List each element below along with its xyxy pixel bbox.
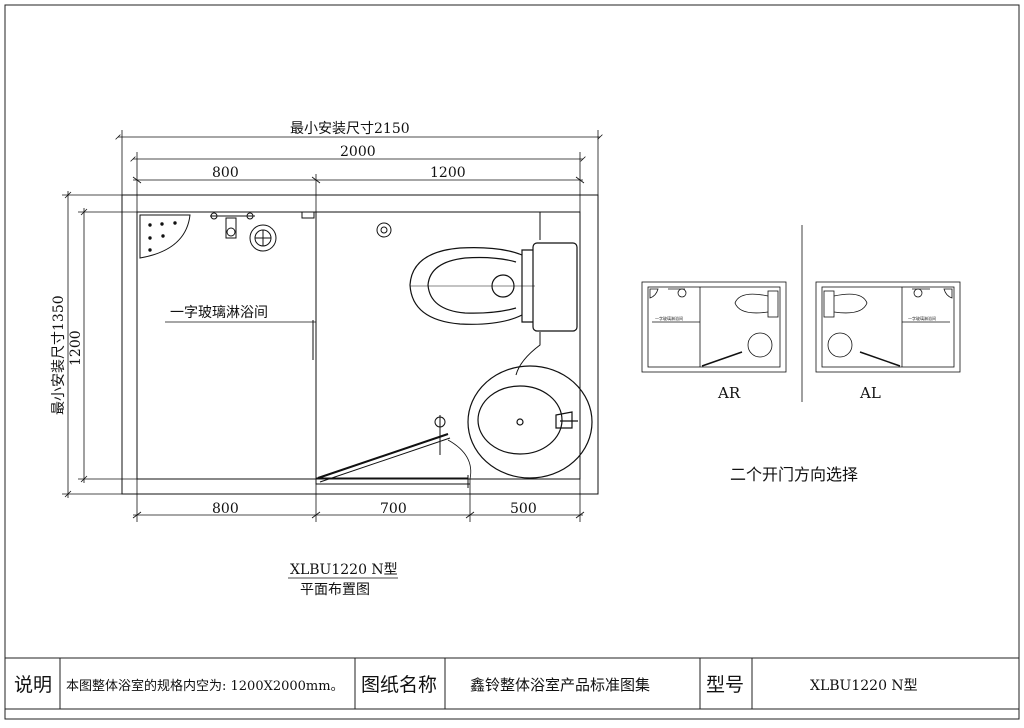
dim-bottom-left: 800 [212, 501, 239, 517]
door-direction-note: 二个开门方向选择 [730, 465, 858, 484]
installation-outline [121, 194, 599, 495]
variant-al-diagram [815, 281, 961, 373]
dim-inner-depth: 1200 [68, 330, 84, 366]
glass-shower-door [315, 415, 472, 488]
desc-label: 说明 [14, 674, 52, 696]
main-plan [121, 194, 599, 495]
room-outline [136, 211, 581, 480]
variant-ar-diagram [641, 281, 787, 373]
plan-subtitle: 平面布置图 [300, 582, 370, 598]
washbasin [467, 365, 593, 479]
al-shower-label: 一字玻璃淋浴间 [908, 315, 936, 321]
dim-inner-width: 2000 [340, 144, 376, 160]
drawing-name-label: 图纸名称 [361, 674, 437, 696]
dimension-lines-top [115, 130, 603, 212]
shower-label: 一字玻璃淋浴间 [170, 304, 268, 321]
shower-mixer [210, 212, 255, 239]
model-text: XLBU1220 N型 [810, 678, 918, 694]
variant-al-label: AL [859, 384, 881, 402]
desc-text: 本图整体浴室的规格内空为: 1200X2000mm。 [66, 678, 344, 694]
dim-bottom-right: 500 [510, 501, 537, 517]
dim-overall-depth: 最小安装尺寸1350 [51, 295, 67, 415]
sheet-border [4, 4, 1020, 720]
drawing-name-text: 鑫铃整体浴室产品标准图集 [470, 676, 650, 694]
floor-drain [376, 222, 392, 238]
dimension-lines-bottom [132, 479, 585, 522]
wall-fixture [301, 211, 315, 219]
title-block: 说明 本图整体浴室的规格内空为: 1200X2000mm。 图纸名称 鑫铃整体浴… [5, 657, 1019, 710]
dim-top-left: 800 [212, 165, 239, 181]
ar-shower-label: 一字玻璃淋浴间 [655, 315, 683, 321]
model-label: 型号 [706, 674, 744, 696]
dim-bottom-mid: 700 [380, 501, 407, 517]
dimension-lines-left [62, 191, 137, 498]
toilet [409, 242, 578, 332]
dim-overall-width: 最小安装尺寸2150 [290, 121, 410, 137]
corner-shelf [139, 214, 191, 259]
variant-ar-label: AR [717, 384, 741, 402]
dim-top-right: 1200 [430, 165, 466, 181]
plan-model-caption: XLBU1220 N型 [290, 562, 398, 578]
shower-drain [249, 224, 277, 252]
